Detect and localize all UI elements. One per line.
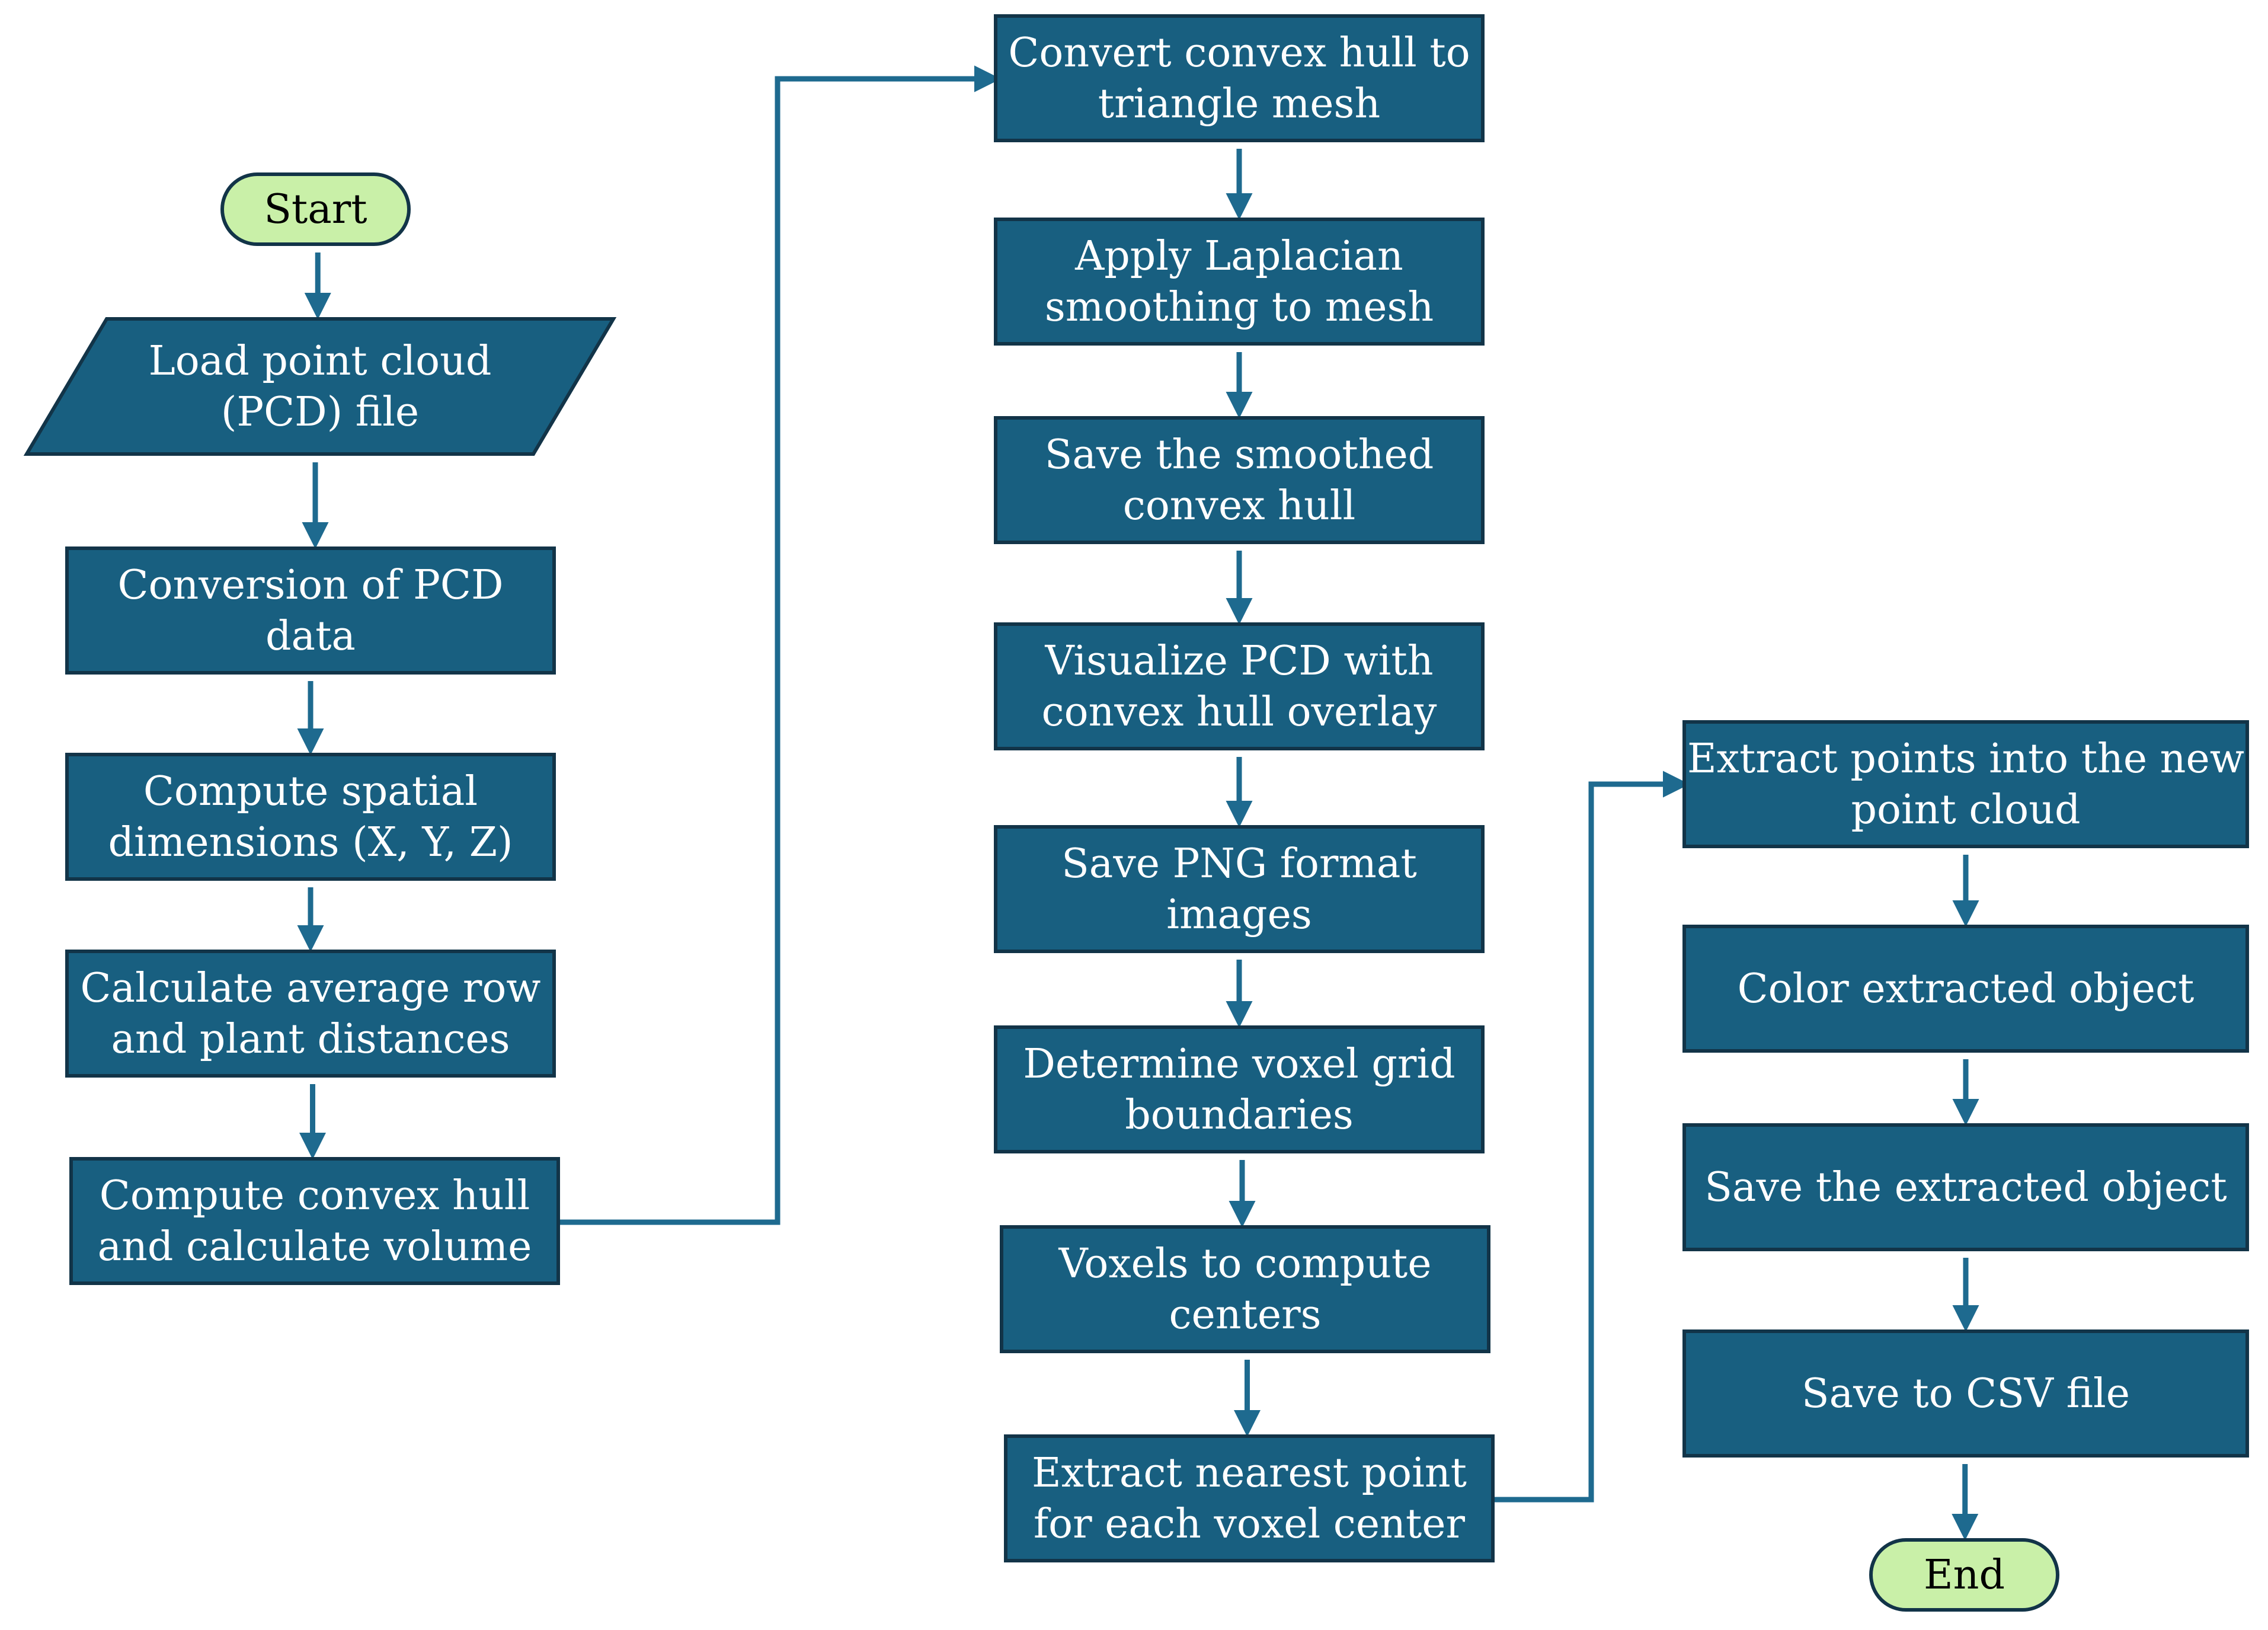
node-label-line: Extract points into the new (1687, 736, 2244, 782)
process-box-shape (69, 1157, 560, 1285)
node-label-line: Determine voxel grid (1023, 1041, 1455, 1088)
node-label-line: Calculate average row (81, 965, 541, 1012)
node-label-line: Save PNG format (1061, 840, 1417, 887)
node-start: Start (220, 172, 411, 246)
node-label-line: Convert convex hull to (1008, 30, 1470, 76)
node-label-line: Compute spatial (143, 768, 478, 815)
node-color: Color extracted object (1682, 925, 2249, 1053)
process-box-shape (1682, 1123, 2249, 1251)
node-label-line: (PCD) file (221, 389, 419, 436)
node-label-line: Save the extracted object (1704, 1164, 2227, 1211)
node-label-line: Voxels to compute (1058, 1241, 1432, 1287)
process-box-shape (1682, 720, 2249, 848)
node-label-line: Start (264, 186, 367, 233)
node-label-line: Extract nearest point (1032, 1450, 1467, 1497)
node-label-line: Visualize PCD with (1044, 638, 1433, 685)
node-label-line: Save to CSV file (1802, 1370, 2130, 1417)
arrow-hull-to-mesh (558, 65, 1001, 1225)
node-label-line: Load point cloud (149, 338, 492, 385)
node-label-line: Apply Laplacian (1074, 233, 1403, 280)
process-box-shape (65, 753, 556, 881)
process-box-shape (994, 218, 1485, 346)
node-label-line: smoothing to mesh (1045, 284, 1434, 331)
node-mesh: Convert convex hull to triangle mesh (994, 14, 1485, 142)
node-label-line: for each voxel center (1034, 1501, 1466, 1548)
process-box-shape (65, 950, 556, 1078)
terminal-shape (220, 172, 411, 246)
node-extract-points: Extract points into the new point cloud (1682, 720, 2249, 848)
arrow-nearest-to-extract-points (1493, 771, 1690, 1503)
process-box-shape (1682, 925, 2249, 1053)
process-box-shape (994, 825, 1485, 953)
node-csv: Save to CSV file (1682, 1329, 2249, 1458)
node-load: Load point cloud(PCD) file (23, 317, 617, 456)
process-box-shape (65, 546, 556, 675)
terminal-shape (1869, 1538, 2059, 1612)
node-label-line: point cloud (1851, 787, 2080, 833)
node-label-line: convex hull (1123, 482, 1356, 529)
connectors (297, 65, 1979, 1540)
process-box-shape (994, 1025, 1485, 1153)
process-box-shape (994, 14, 1485, 142)
node-end: End (1869, 1538, 2059, 1612)
node-label-line: Save the smoothed (1045, 432, 1434, 478)
process-box-shape (1682, 1329, 2249, 1458)
process-box-shape (994, 622, 1485, 750)
node-label-line: End (1924, 1552, 2005, 1599)
node-label-line: images (1166, 891, 1311, 938)
node-label-line: and calculate volume (98, 1223, 532, 1270)
input-parallelogram-shape (23, 317, 617, 456)
process-box-shape (1000, 1225, 1490, 1353)
node-label-line: Color extracted object (1738, 966, 2195, 1012)
node-label-line: dimensions (X, Y, Z) (108, 819, 513, 866)
process-box-shape (994, 416, 1485, 544)
node-label-line: data (265, 613, 356, 660)
node-label-line: and plant distances (111, 1016, 510, 1063)
node-voxel-centers: Voxels to compute centers (1000, 1225, 1490, 1353)
node-label-line: triangle mesh (1098, 81, 1380, 127)
node-label-line: convex hull overlay (1042, 689, 1438, 736)
process-box-shape (1004, 1434, 1495, 1562)
node-save-object: Save the extracted object (1682, 1123, 2249, 1251)
node-label-line: Compute convex hull (100, 1172, 530, 1219)
node-label-line: centers (1169, 1292, 1321, 1338)
node-label-line: Conversion of PCD (118, 562, 504, 609)
node-label-line: boundaries (1125, 1092, 1354, 1139)
